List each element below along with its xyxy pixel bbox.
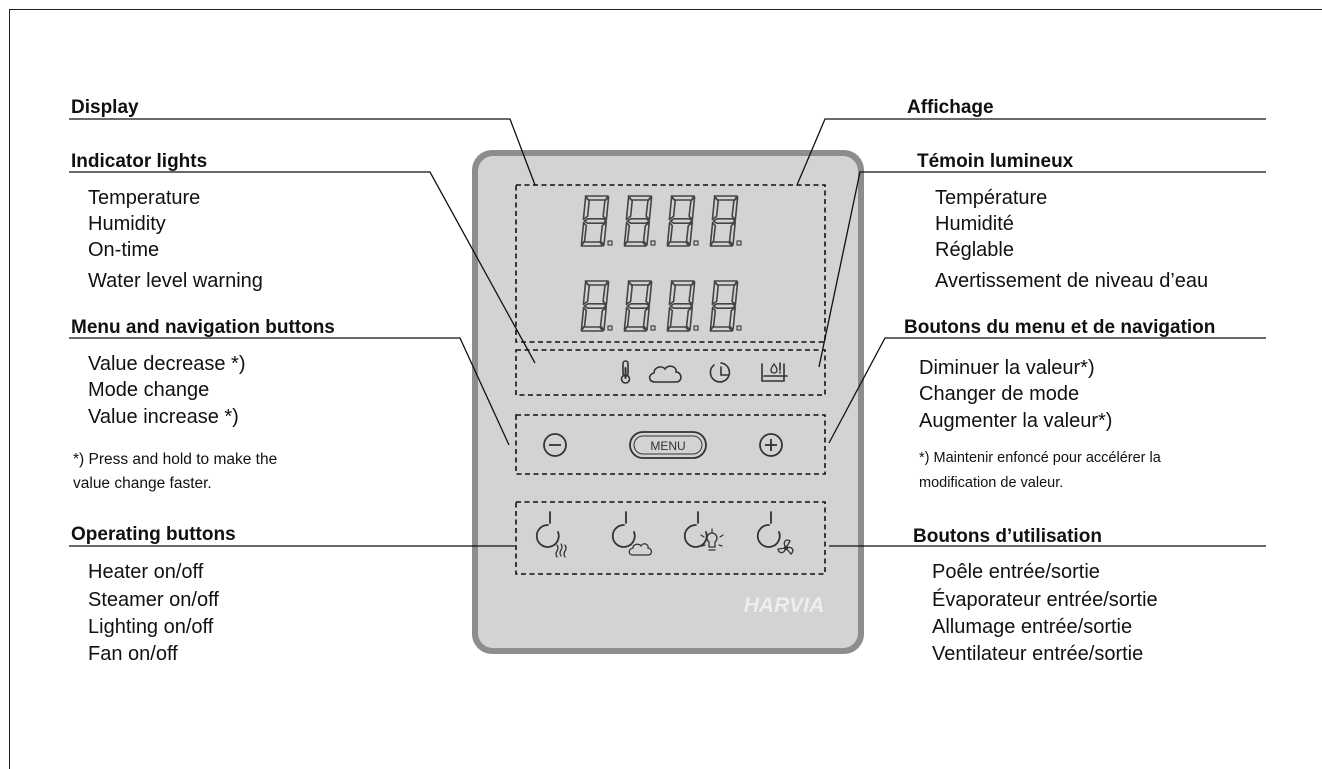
menu-nav-item-fr: Changer de mode [919, 383, 1080, 405]
indicator-lights-heading-en: Indicator lights [71, 151, 208, 172]
clock-icon [709, 362, 731, 383]
lighting-power-icon[interactable] [683, 511, 724, 551]
indicator-item-en: Humidity [88, 213, 166, 235]
heater-power-icon[interactable] [535, 511, 567, 558]
menu-nav-note-en: value change faster. [73, 475, 212, 492]
menu-icon [629, 431, 707, 459]
brand-logo: HARVIA [744, 594, 825, 617]
operating-item-en: Lighting on/off [88, 616, 214, 638]
menu-nav-item-en: Value decrease *) [88, 353, 246, 375]
operating-item-en: Heater on/off [88, 561, 204, 583]
menu-nav-item-fr: Augmenter la valeur*) [919, 410, 1113, 432]
operating-heading-fr: Boutons d’utilisation [913, 526, 1102, 547]
menu-nav-heading-en: Menu and navigation buttons [71, 317, 335, 338]
operating-item-en: Fan on/off [88, 643, 178, 665]
fan-power-icon[interactable] [756, 511, 794, 555]
operating-item-en: Steamer on/off [88, 589, 219, 611]
steamer-power-icon[interactable] [611, 511, 653, 556]
menu-nav-item-en: Mode change [88, 379, 210, 401]
indicator-item-fr: Réglable [935, 239, 1014, 261]
diagram-frame [9, 9, 1322, 769]
indicator-item-en: Temperature [88, 187, 201, 209]
operating-item-fr: Allumage entrée/sortie [932, 616, 1133, 638]
indicator-item-fr: Avertissement de niveau d’eau [935, 270, 1209, 292]
indicator-item-fr: Humidité [935, 213, 1014, 235]
operating-area [515, 501, 826, 575]
plus-icon [759, 433, 783, 457]
indicator-item-fr: Température [935, 187, 1048, 209]
panel-face [478, 156, 858, 648]
menu-nav-heading-fr: Boutons du menu et de navigation [904, 317, 1216, 338]
water-level-warning-icon [761, 362, 788, 382]
menu-button-label[interactable]: MENU [650, 439, 685, 453]
menu-nav-item-fr: Diminuer la valeur*) [919, 357, 1095, 379]
menu-nav-note-en: *) Press and hold to make the [73, 451, 278, 468]
menu-nav-note-fr: modification de valeur. [919, 475, 1064, 491]
operating-item-fr: Ventilateur entrée/sortie [932, 643, 1144, 665]
navigation-area [515, 414, 826, 475]
cloud-icon [648, 365, 682, 383]
leader-lines [69, 118, 1266, 547]
display-area [515, 184, 826, 343]
menu-nav-item-en: Value increase *) [88, 406, 239, 428]
indicator-area [515, 349, 826, 396]
operating-item-fr: Évaporateur entrée/sortie [932, 589, 1158, 611]
operating-item-fr: Poêle entrée/sortie [932, 561, 1100, 583]
operating-heading-en: Operating buttons [71, 524, 236, 545]
menu-nav-note-fr: *) Maintenir enfoncé pour accélérer la [919, 450, 1161, 466]
indicator-item-en: On-time [88, 239, 160, 261]
thermometer-icon [620, 360, 631, 384]
minus-icon [543, 433, 567, 457]
display-heading-en: Display [71, 97, 139, 118]
indicator-item-en: Water level warning [88, 270, 263, 292]
display-heading-fr: Affichage [907, 97, 994, 118]
indicator-lights-heading-fr: Témoin lumineux [917, 151, 1074, 172]
